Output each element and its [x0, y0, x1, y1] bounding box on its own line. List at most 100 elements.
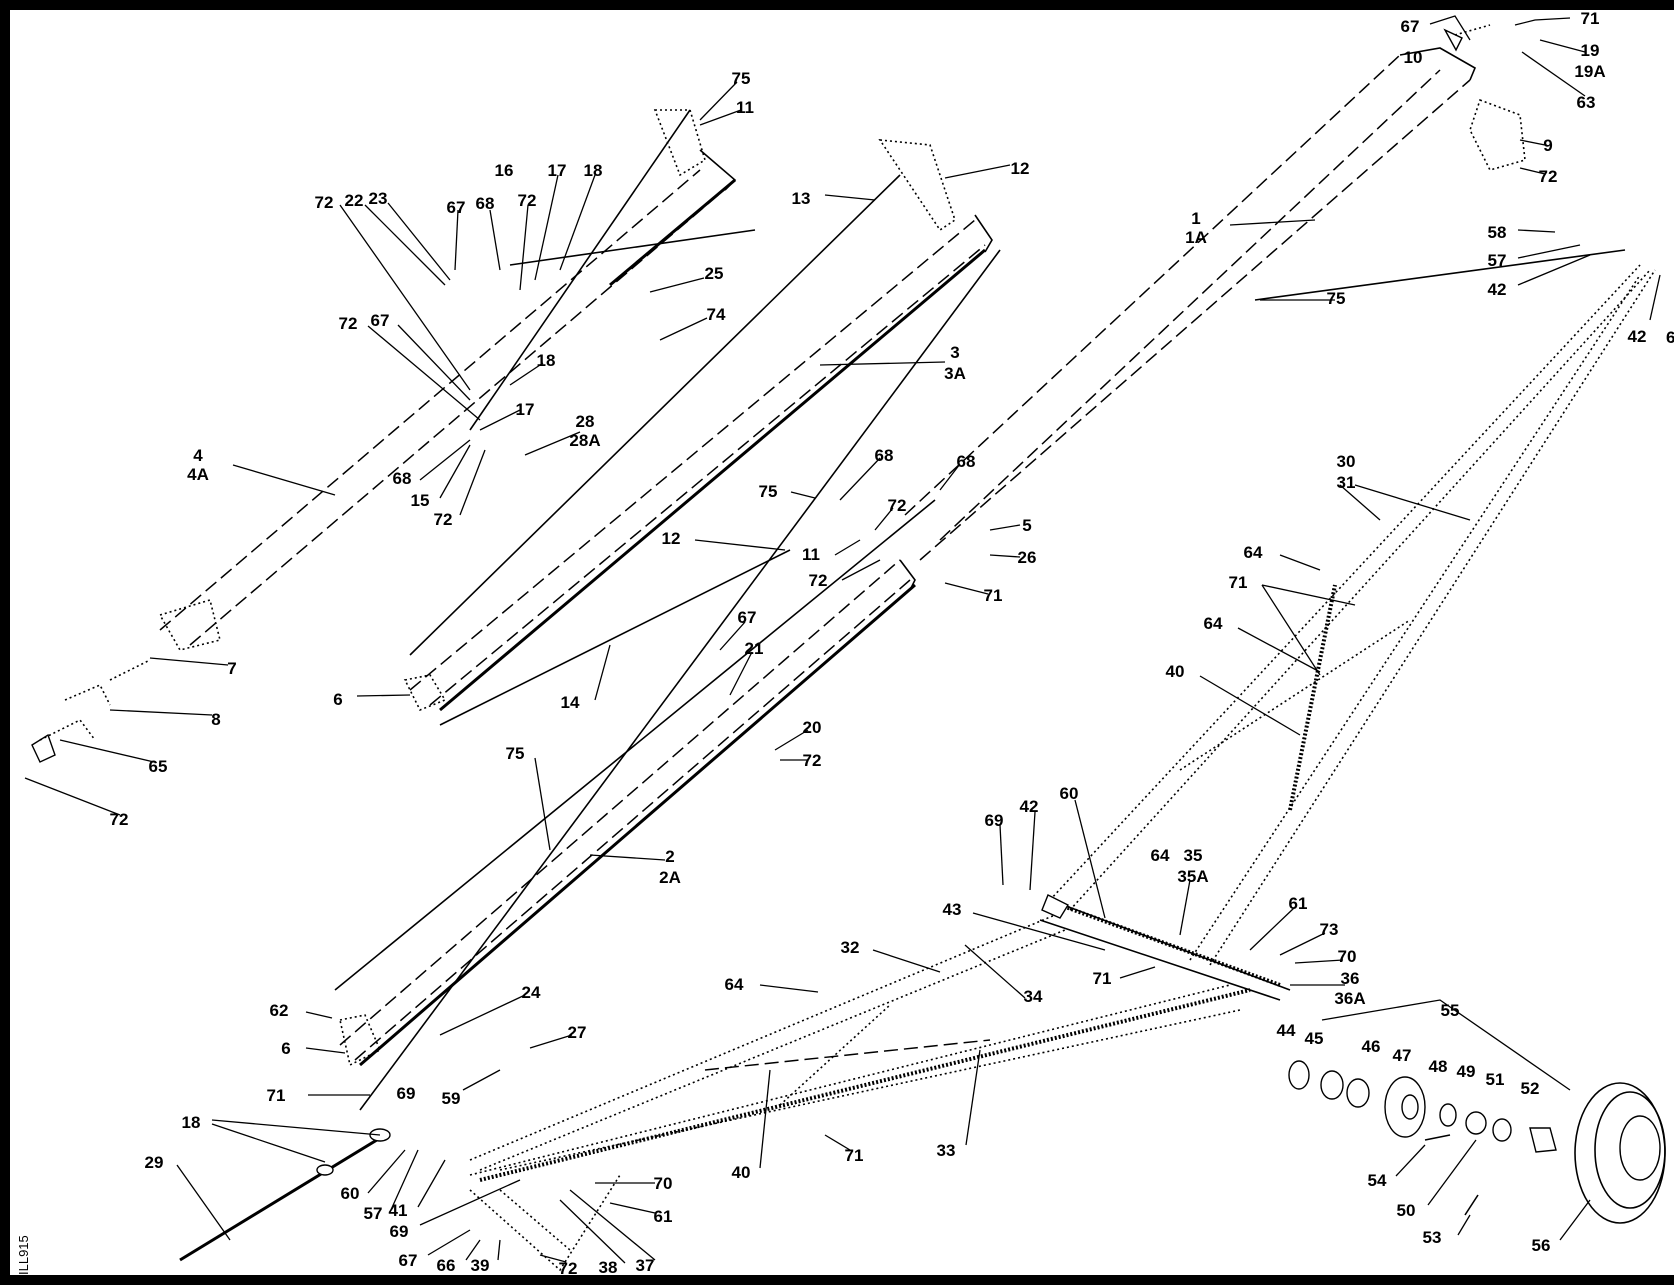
callout-c-73: 73 — [1320, 920, 1339, 939]
callout-c-10: 10 — [1404, 48, 1423, 67]
illustration-id: ILL915 — [16, 1235, 31, 1275]
callout-c-67-b: 67 — [371, 311, 390, 330]
callout-c-64-c: 64 — [1151, 846, 1170, 865]
callout-c-33: 33 — [937, 1141, 956, 1160]
axle-bar — [1039, 894, 1291, 1001]
callout-c-67-c: 67 — [738, 608, 757, 627]
callout-c-2: 2 — [665, 847, 674, 866]
callout-c-37: 37 — [636, 1256, 655, 1275]
callout-c-42-r2: 42 — [1628, 327, 1647, 346]
callout-c-31: 31 — [1337, 473, 1356, 492]
callout-c-50: 50 — [1397, 1201, 1416, 1220]
callout-c-40-b: 40 — [732, 1163, 751, 1182]
edge-callout-6: 6 — [1666, 328, 1674, 347]
callout-c-72-b: 72 — [518, 191, 537, 210]
callout-c-40-a: 40 — [1166, 662, 1185, 681]
callout-c-52: 52 — [1521, 1079, 1540, 1098]
callout-c-39: 39 — [471, 1256, 490, 1275]
callout-c-2A: 2A — [659, 868, 681, 887]
callout-c-12-b: 12 — [662, 529, 681, 548]
callout-c-35: 35 — [1184, 846, 1203, 865]
callout-c-16: 16 — [495, 161, 514, 180]
callout-c-53: 53 — [1423, 1228, 1442, 1247]
callout-c-25: 25 — [705, 264, 724, 283]
tower-frame — [1049, 249, 1656, 966]
callout-c-26: 26 — [1018, 548, 1037, 567]
callout-c-58: 58 — [1488, 223, 1507, 242]
callout-c-22: 22 — [345, 191, 364, 210]
callout-c-74: 74 — [707, 305, 726, 324]
callout-c-28A: 28A — [569, 431, 600, 450]
callout-c-72-e: 72 — [888, 496, 907, 515]
callout-c-60-a: 60 — [1060, 784, 1079, 803]
callout-c-66: 66 — [437, 1256, 456, 1275]
callout-c-35A: 35A — [1177, 867, 1208, 886]
callout-c-6-b: 6 — [281, 1039, 290, 1058]
callout-c-45: 45 — [1305, 1029, 1324, 1048]
callout-c-4A: 4A — [187, 465, 209, 484]
callout-c-68-b: 68 — [393, 469, 412, 488]
callout-c-71-b: 71 — [1229, 573, 1248, 592]
callout-c-47: 47 — [1393, 1046, 1412, 1065]
callout-c-48: 48 — [1429, 1057, 1448, 1076]
tube-1-assembly — [904, 24, 1526, 561]
callout-c-17-a: 17 — [548, 161, 567, 180]
callout-c-34: 34 — [1024, 987, 1043, 1006]
callout-c-65: 65 — [149, 757, 168, 776]
callout-c-6-a: 6 — [333, 690, 342, 709]
callout-c-60-b: 60 — [341, 1184, 360, 1203]
rod-29 — [179, 1128, 391, 1262]
undercarriage-frame — [469, 914, 1251, 1272]
callout-c-61-b: 61 — [654, 1207, 673, 1226]
callout-c-59: 59 — [442, 1089, 461, 1108]
callout-c-36: 36 — [1341, 969, 1360, 988]
callout-c-72-i: 72 — [559, 1259, 578, 1278]
callout-c-72-a: 72 — [315, 193, 334, 212]
callout-c-46: 46 — [1362, 1037, 1381, 1056]
callout-c-15: 15 — [411, 491, 430, 510]
callout-c-62: 62 — [270, 1001, 289, 1020]
callout-c-49: 49 — [1457, 1062, 1476, 1081]
callout-c-69-a: 69 — [985, 811, 1004, 830]
callout-c-67-a: 67 — [447, 198, 466, 217]
callout-c-19: 19 — [1581, 41, 1600, 60]
callout-c-67-top: 67 — [1401, 17, 1420, 36]
callout-c-57-b: 57 — [364, 1204, 383, 1223]
callout-c-18-b: 18 — [537, 351, 556, 370]
callout-c-72-r1: 72 — [1539, 167, 1558, 186]
tube-4-assembly — [158, 109, 756, 651]
callout-c-57-r: 57 — [1488, 251, 1507, 270]
callout-c-41: 41 — [389, 1201, 408, 1220]
callout-c-64-a: 64 — [1244, 543, 1263, 562]
callout-c-75-b: 75 — [1327, 289, 1346, 308]
callout-c-64-b: 64 — [1204, 614, 1223, 633]
callout-c-75-d: 75 — [506, 744, 525, 763]
callout-c-72-c: 72 — [339, 314, 358, 333]
callout-c-3: 3 — [950, 343, 959, 362]
callout-c-14: 14 — [561, 693, 580, 712]
callout-c-63-top: 63 — [1577, 93, 1596, 112]
callout-c-72-f: 72 — [809, 571, 828, 590]
callout-c-69-c: 69 — [390, 1222, 409, 1241]
callout-c-71-top: 71 — [1581, 9, 1600, 28]
callout-c-54: 54 — [1368, 1171, 1387, 1190]
callout-c-71-a: 71 — [984, 586, 1003, 605]
tube-2-assembly — [334, 249, 1001, 1111]
callout-c-24: 24 — [522, 983, 541, 1002]
callout-c-72-h: 72 — [110, 810, 129, 829]
callout-c-11-a: 11 — [736, 98, 754, 117]
callout-c-17-b: 17 — [516, 400, 535, 419]
left-end-parts — [31, 659, 151, 763]
callout-c-72-d: 72 — [434, 510, 453, 529]
callout-c-68-d: 68 — [957, 452, 976, 471]
callout-c-55: 55 — [1441, 1001, 1460, 1020]
callout-c-3A: 3A — [944, 364, 966, 383]
callout-c-68-c: 68 — [875, 446, 894, 465]
callout-c-72-g: 72 — [803, 751, 822, 770]
callout-c-67-d: 67 — [399, 1251, 418, 1270]
callout-c-36A: 36A — [1334, 989, 1365, 1008]
callout-c-13: 13 — [792, 189, 811, 208]
callout-c-70-a: 70 — [1338, 947, 1357, 966]
